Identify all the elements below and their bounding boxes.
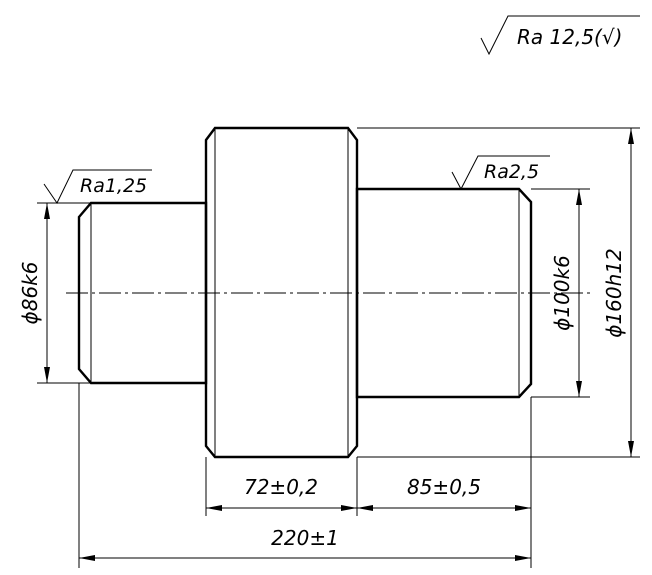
collar-length-dimension: 72±0,2 [206,475,357,511]
collar-length-text: 72±0,2 [244,475,318,499]
right-length-text: 85±0,5 [407,475,481,499]
general-roughness-symbol: Ra 12,5(√) [480,15,640,56]
left-roughness-text: Ra1,25 [80,175,147,197]
total-length-text: 220±1 [271,526,339,550]
right-roughness-symbol: Ra2,5 [451,155,550,191]
right-diameter-dimension: ϕ100k6 [550,189,582,397]
total-length-dimension: 220±1 [79,526,531,561]
right-roughness-text: Ra2,5 [484,161,539,183]
extension-lines [37,127,640,568]
collar [204,126,359,459]
collar-diameter-dimension: ϕ160h12 [602,128,634,457]
right-diameter-text: ϕ100k6 [550,255,574,331]
general-roughness-text: Ra 12,5(√) [517,25,622,49]
collar-diameter-text: ϕ160h12 [602,248,626,338]
left-diameter-dimension: ϕ86k6 [18,203,50,383]
right-length-dimension: 85±0,5 [357,475,531,511]
left-diameter-text: ϕ86k6 [18,262,42,325]
left-roughness-symbol: Ra1,25 [43,169,152,204]
